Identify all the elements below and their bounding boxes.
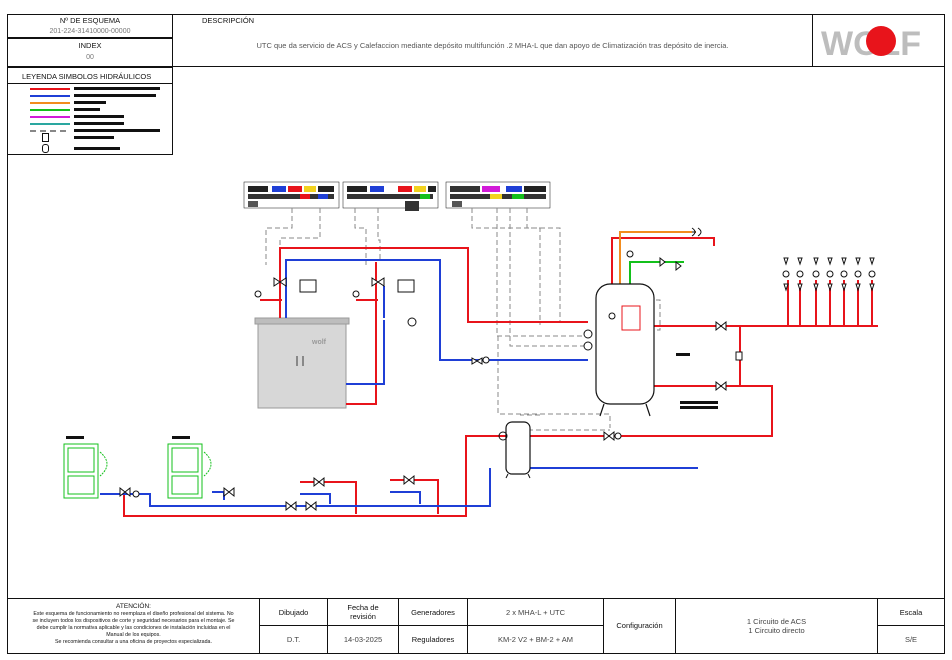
legend-symbol-box xyxy=(42,133,49,142)
legend-line-supply xyxy=(30,88,70,90)
config-label-cell: Configuración xyxy=(603,598,676,654)
wolf-logo: WOLF xyxy=(821,25,921,63)
controller-km2-2 xyxy=(342,181,439,211)
index-value: 00 xyxy=(86,54,94,61)
scale-label: Escala xyxy=(899,608,923,617)
config-value-line-2: 1 Circuito directo xyxy=(748,626,805,635)
legend-title: LEYENDA SIMBOLOS HIDRÁULICOS xyxy=(22,72,152,81)
generators-value-cell: 2 x MHA-L + UTC xyxy=(467,598,604,626)
date-value: 14-03-2025 xyxy=(343,635,383,644)
date-label-line-1: Fecha de xyxy=(347,603,379,612)
logo-cell: WOLF xyxy=(812,14,945,67)
scale-value: S/E xyxy=(904,635,918,644)
index-label: INDEX xyxy=(78,41,102,50)
multifunction-tank xyxy=(595,283,718,417)
supply-lines xyxy=(123,237,878,517)
legend-line-return xyxy=(30,95,70,97)
attention-cell: ATENCIÓN: Este esquema de funcionamiento… xyxy=(7,598,260,654)
scale-value-cell: S/E xyxy=(877,625,945,654)
regulators-value-cell: KM-2 V2 + BM-2 + AM xyxy=(467,625,604,654)
controller-km2-1 xyxy=(243,181,340,209)
generators-label-cell: Generadores xyxy=(398,598,468,626)
buffer-tank xyxy=(498,421,531,479)
legend-line-teal xyxy=(30,123,70,125)
attention-line-1: Este esquema de funcionamiento no reempl… xyxy=(33,611,234,617)
controller-bm2 xyxy=(445,181,551,209)
config-value-cell: 1 Circuito de ACS 1 Circuito directo xyxy=(675,598,878,654)
date-value-cell: 14-03-2025 xyxy=(327,625,399,654)
valves-pumps xyxy=(119,227,876,512)
attention-line-5: Se recomienda consultar a una oficina de… xyxy=(55,639,212,645)
attention-line-2: se incluyen todos los dispositivos de co… xyxy=(32,618,235,624)
legend-symbol-round xyxy=(42,144,49,153)
description-label: DESCRIPCIÓN xyxy=(202,16,255,25)
description-text: UTC que da servicio de ACS y Calefaccion… xyxy=(256,41,729,50)
drawn-value: D.T. xyxy=(286,635,301,644)
utc-wolf-label: wolf xyxy=(311,339,327,346)
heat-pump-1 xyxy=(63,443,108,499)
attention-title: ATENCIÓN: xyxy=(116,603,151,610)
attention-line-4: Manual de los equipos. xyxy=(106,632,161,638)
utc-unit: wolf xyxy=(254,317,350,409)
legend-line-dhw xyxy=(30,102,70,104)
drawn-label: Dibujado xyxy=(278,608,309,617)
attention-line-3: debe cumplir la normativa aplicable y la… xyxy=(36,625,231,631)
drawn-value-cell: D.T. xyxy=(259,625,328,654)
date-label-cell: Fecha de revisión xyxy=(327,598,399,626)
legend-box: LEYENDA SIMBOLOS HIDRÁULICOS xyxy=(7,67,173,155)
drawn-label-cell: Dibujado xyxy=(259,598,328,626)
legend-line-cold xyxy=(30,109,70,111)
dhw-line xyxy=(619,231,696,298)
date-label-line-2: revisión xyxy=(350,612,376,621)
legend-line-signal xyxy=(30,130,70,132)
config-value-line-1: 1 Circuito de ACS xyxy=(746,617,807,626)
legend-line-magenta xyxy=(30,116,70,118)
config-label: Configuración xyxy=(616,621,663,630)
generators-value: 2 x MHA-L + UTC xyxy=(505,608,566,617)
generators-label: Generadores xyxy=(411,608,455,617)
regulators-value: KM-2 V2 + BM-2 + AM xyxy=(497,635,574,644)
scale-label-cell: Escala xyxy=(877,598,945,626)
heat-pump-2 xyxy=(167,443,212,499)
scheme-number-label: Nº DE ESQUEMA xyxy=(59,16,121,25)
scheme-number-value: 201-224-31410000-00000 xyxy=(49,28,131,35)
regulators-label-cell: Reguladores xyxy=(398,625,468,654)
regulators-label: Reguladores xyxy=(411,635,455,644)
